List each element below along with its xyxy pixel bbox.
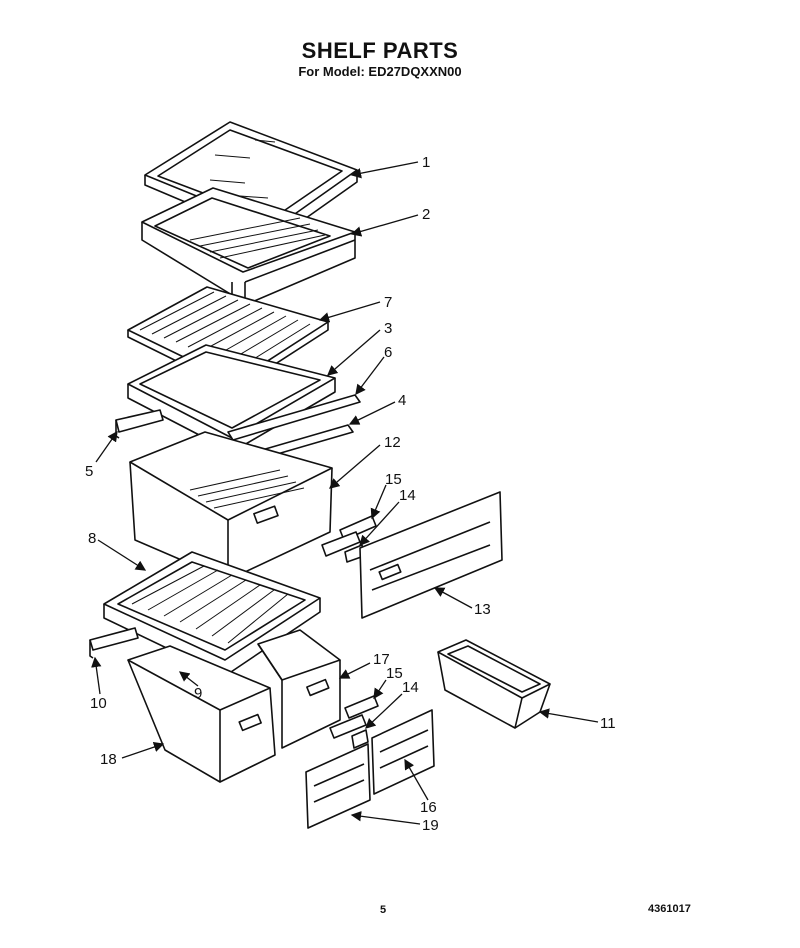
part-18-drawer [127,645,276,783]
callout-19: 19 [422,817,439,834]
callout-15-lower: 15 [386,665,403,682]
part-6-rail [227,394,361,441]
part-5-slide [115,409,164,439]
callout-15-upper: 15 [385,471,402,488]
callout-16: 16 [420,799,437,816]
document-number: 4361017 [648,903,691,915]
callout-3: 3 [384,320,392,337]
callout-14-upper: 14 [399,487,416,504]
part-10-slide [89,627,139,659]
part-19-drawer-front [305,743,371,829]
part-16-drawer-front [371,709,435,795]
part-2-shelf-frame [141,187,356,306]
callout-12: 12 [384,434,401,451]
part-11-door-bin [437,639,551,729]
part-17-drawer [257,629,341,749]
leader-lines [91,161,599,825]
model-subtitle: For Model: ED27DQXXN00 [298,64,462,79]
callout-13: 13 [474,601,491,618]
callout-4: 4 [398,392,406,409]
callout-17: 17 [373,651,390,668]
callout-9: 9 [194,685,202,702]
part-8-shelf [103,551,321,677]
page-number: 5 [380,904,387,916]
part-15-lower-clip [344,695,379,719]
part-13-drawer-front [359,491,503,619]
callout-8: 8 [88,530,96,547]
part-12-crisper-drawer [129,431,333,581]
callout-2: 2 [422,206,430,223]
part-14-upper-bracket [321,531,365,563]
callout-7: 7 [384,294,392,311]
callout-11: 11 [600,715,616,732]
callout-5: 5 [85,463,93,480]
page-title: SHELF PARTS [301,38,459,63]
callout-10: 10 [90,695,107,712]
callout-1: 1 [422,154,430,171]
part-14-lower-bracket [329,714,369,749]
callout-14-lower: 14 [402,679,419,696]
callout-18: 18 [100,751,117,768]
callout-6: 6 [384,344,392,361]
